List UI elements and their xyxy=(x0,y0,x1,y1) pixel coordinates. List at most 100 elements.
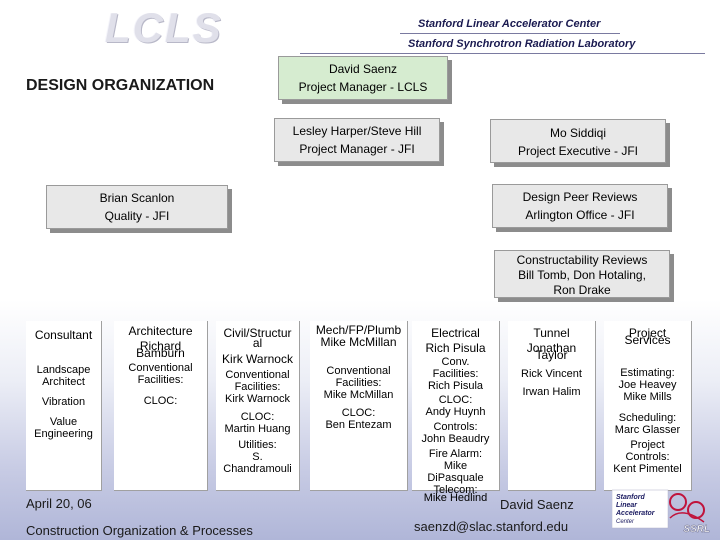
column-line: Conv. xyxy=(441,356,470,368)
column-header: Electrical xyxy=(431,326,480,340)
column-line: Facilities: xyxy=(335,377,382,389)
column-line: Estimating: xyxy=(620,367,675,379)
column-line: Kent Pimentel xyxy=(613,463,682,475)
institution-name-slac: Stanford Linear Accelerator Center xyxy=(418,18,601,30)
column-line: Value xyxy=(49,416,78,428)
logo-mark: SSRL xyxy=(683,524,710,535)
column-header-name: Kirk Warnock xyxy=(222,352,293,366)
box-quality: Brian Scanlon Quality - JFI xyxy=(46,185,228,229)
column-line: Irwan Halim xyxy=(522,386,581,398)
column-line: Architect xyxy=(42,376,85,388)
column-line: Engineering xyxy=(34,428,93,440)
box-role: Bill Tomb, Don Hotaling, xyxy=(518,268,646,282)
column-line: Facilities: xyxy=(137,374,184,386)
footer-presentation-title: Construction Organization & Processes xyxy=(26,523,253,538)
column-line: Vibration xyxy=(41,396,86,408)
column-header: Architecture xyxy=(128,324,193,338)
box-name: Design Peer Reviews xyxy=(522,190,638,204)
box-name: Constructability Reviews xyxy=(516,253,648,267)
column-line: DiPasquale xyxy=(427,472,484,484)
column-header: Project xyxy=(628,326,667,340)
box-constructability-reviews: Constructability Reviews Bill Tomb, Don … xyxy=(494,250,670,298)
column-header: al xyxy=(252,336,263,350)
column-header-name: Bamburn xyxy=(136,346,185,360)
box-role: Arlington Office - JFI xyxy=(525,208,635,222)
column-line: CLOC: xyxy=(341,407,376,419)
logo-line-3: Accelerator xyxy=(615,510,656,517)
column-line: Conventional xyxy=(225,369,290,381)
column-line: John Beaudry xyxy=(421,433,490,445)
column-header-name: Richard xyxy=(139,339,182,353)
column-civil-structural: Civil/Structur al Kirk Warnock Conventio… xyxy=(216,321,300,491)
logo-line-2: Linear xyxy=(616,502,638,509)
column-mech-fp-plumb: Mech/FP/Plumb Mike McMillan Conventional… xyxy=(310,321,408,491)
box-name: Brian Scanlon xyxy=(99,191,175,205)
column-line: CLOC: xyxy=(438,394,473,406)
logo-line-1: Stanford xyxy=(616,494,646,501)
column-line: Facilities: xyxy=(432,368,479,380)
column-line: Mike Hedlind xyxy=(423,492,488,504)
footer-author-email: saenzd@slac.stanford.edu xyxy=(414,519,569,534)
box-name: Lesley Harper/Steve Hill xyxy=(292,124,422,138)
column-header-name: Taylor xyxy=(535,348,568,362)
column-header: Consultant xyxy=(34,328,93,342)
column-line: Martin Huang xyxy=(224,423,291,435)
column-line: Utilities: xyxy=(238,439,277,451)
column-line: Scheduling: xyxy=(618,412,677,424)
column-line: Conventional xyxy=(128,362,193,374)
footer-date: April 20, 06 xyxy=(26,496,92,511)
column-header: Civil/Structur xyxy=(223,326,292,340)
box-role: Quality - JFI xyxy=(104,209,170,223)
column-line: CLOC: xyxy=(143,395,178,407)
box-name: Mo Siddiqi xyxy=(549,126,607,140)
column-line: Chandramouli xyxy=(223,463,292,475)
column-header: Services xyxy=(624,333,671,347)
column-header-name: Rich Pisula xyxy=(425,341,486,355)
column-line: Andy Huynh xyxy=(425,406,486,418)
lcls-logo: LCLS xyxy=(105,4,223,51)
column-project-services: Project Services Estimating: Joe Heavey … xyxy=(604,321,692,491)
column-header-name: Jonathan xyxy=(526,341,577,355)
footer-author-name: David Saenz xyxy=(500,497,574,512)
box-project-executive: Mo Siddiqi Project Executive - JFI xyxy=(490,119,666,163)
box-role: Project Manager - LCLS xyxy=(298,80,428,94)
column-line: Facilities: xyxy=(234,381,281,393)
column-line: Fire Alarm: xyxy=(428,448,483,460)
box-role: Project Manager - JFI xyxy=(299,142,415,156)
box-role-extra: Ron Drake xyxy=(553,283,611,297)
column-line: Marc Glasser xyxy=(614,424,681,436)
column-line: Mike xyxy=(443,460,468,472)
box-project-manager-jfi: Lesley Harper/Steve Hill Project Manager… xyxy=(274,118,440,162)
column-consultant: Consultant Landscape Architect Vibration… xyxy=(26,321,102,491)
slac-logo: Stanford Linear Accelerator Center SSRL xyxy=(612,489,710,535)
column-line: CLOC: xyxy=(240,411,275,423)
header-rule-top xyxy=(400,33,620,34)
column-header-name: Mike McMillan xyxy=(320,335,397,349)
column-line: Mike McMillan xyxy=(323,389,394,401)
column-line: Landscape xyxy=(36,364,91,376)
column-architecture: Architecture Richard Bamburn Conventiona… xyxy=(114,321,208,491)
column-tunnel: Tunnel Jonathan Taylor Rick Vincent Irwa… xyxy=(508,321,596,491)
column-line: Telecom: xyxy=(433,484,478,496)
column-line: Controls: xyxy=(625,451,670,463)
column-line: Kirk Warnock xyxy=(225,393,290,405)
column-line: Ben Entezam xyxy=(325,419,392,431)
column-line: Controls: xyxy=(433,421,478,433)
page-title: DESIGN ORGANIZATION xyxy=(26,77,215,94)
column-header: Tunnel xyxy=(533,326,570,340)
column-header: Mech/FP/Plumb xyxy=(315,323,402,337)
box-name: David Saenz xyxy=(328,62,398,76)
header-rule-bottom xyxy=(300,53,705,54)
column-line: Mike Mills xyxy=(623,391,672,403)
box-design-peer-reviews: Design Peer Reviews Arlington Office - J… xyxy=(492,184,668,228)
box-project-manager-lcls: David Saenz Project Manager - LCLS xyxy=(278,56,448,100)
column-line: Rick Vincent xyxy=(521,368,582,380)
column-line: Conventional xyxy=(326,365,391,377)
column-line: Rich Pisula xyxy=(427,380,484,392)
column-line: Joe Heavey xyxy=(618,379,677,391)
column-electrical: Electrical Rich Pisula Conv. Facilities:… xyxy=(412,321,500,504)
logo-line-4: Center xyxy=(616,519,635,525)
box-role: Project Executive - JFI xyxy=(517,144,639,158)
column-line: S. xyxy=(252,451,263,463)
institution-name-ssrl: Stanford Synchrotron Radiation Laborator… xyxy=(408,38,636,50)
